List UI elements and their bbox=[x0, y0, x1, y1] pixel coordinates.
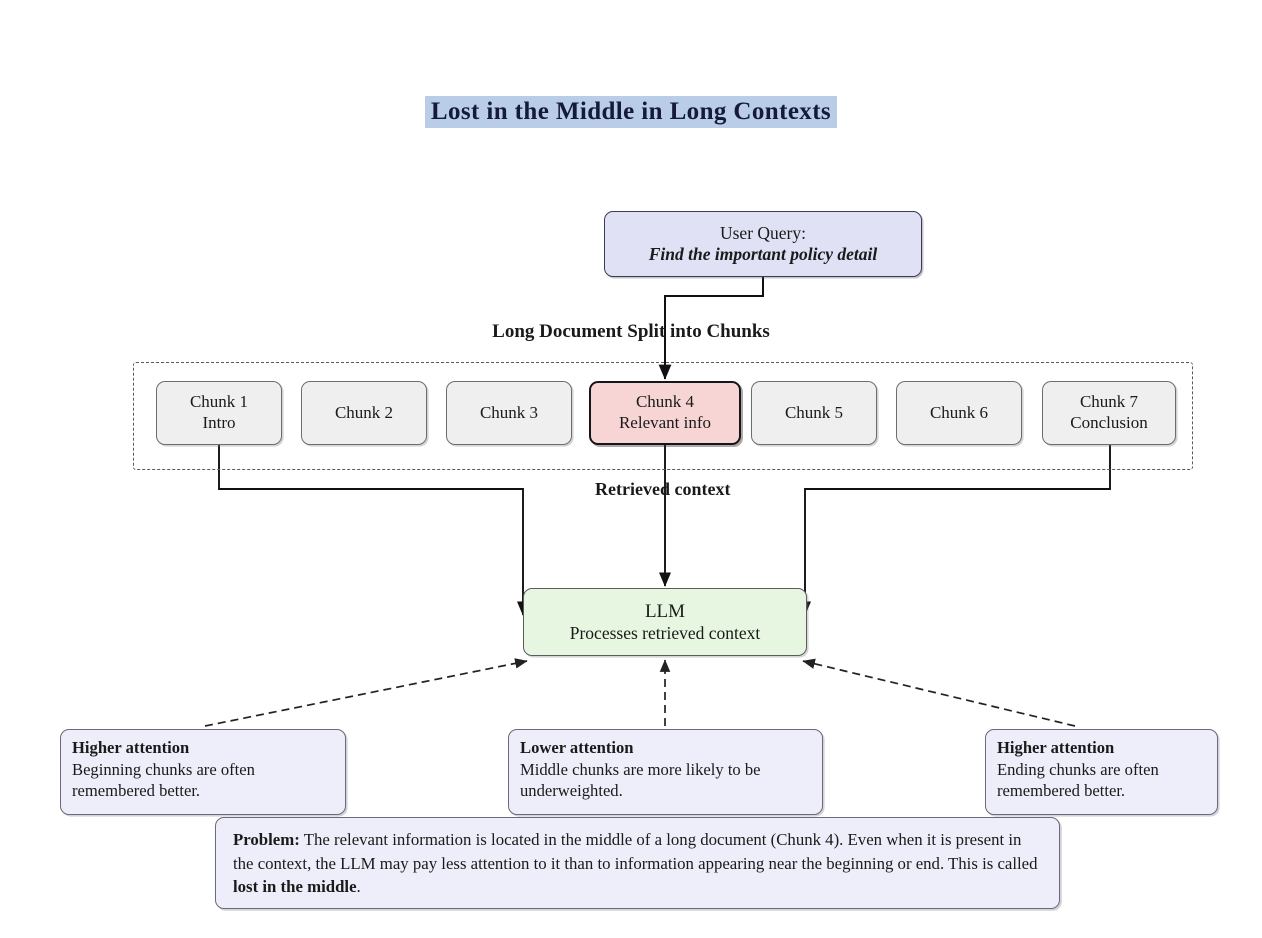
chunk-title: Chunk 6 bbox=[929, 402, 989, 422]
chunks-section-label: Long Document Split into Chunks bbox=[492, 321, 770, 342]
chunk-box-3[interactable]: Chunk 3 bbox=[446, 381, 572, 445]
note-body: Ending chunks are often remembered bette… bbox=[997, 759, 1159, 801]
chunk-title: Chunk 3 bbox=[479, 402, 539, 422]
document-chunk-container bbox=[133, 362, 1193, 470]
chunk-title: Chunk 4 bbox=[635, 392, 695, 412]
llm-subtitle: Processes retrieved context bbox=[569, 622, 761, 643]
chunk-subtitle: Relevant info bbox=[618, 413, 712, 432]
note-body: Beginning chunks are often remembered be… bbox=[72, 759, 255, 801]
user-query-label: User Query: bbox=[719, 222, 806, 243]
note-lower-attention-middle: Lower attention Middle chunks are more l… bbox=[508, 729, 823, 815]
user-query-box: User Query: Find the important policy de… bbox=[604, 211, 922, 277]
chunk-box-6[interactable]: Chunk 6 bbox=[896, 381, 1022, 445]
chunk-box-4-relevant[interactable]: Chunk 4 Relevant info bbox=[589, 381, 741, 445]
problem-text-after: . bbox=[356, 877, 361, 897]
user-query-text: Find the important policy detail bbox=[648, 244, 878, 264]
chunk-box-1[interactable]: Chunk 1 Intro bbox=[156, 381, 282, 445]
chunk-title: Chunk 2 bbox=[334, 402, 394, 422]
chunk-title: Chunk 7 bbox=[1079, 392, 1139, 412]
chunk-box-2[interactable]: Chunk 2 bbox=[301, 381, 427, 445]
chunk-box-5[interactable]: Chunk 5 bbox=[751, 381, 877, 445]
note-higher-attention-beginning: Higher attention Beginning chunks are of… bbox=[60, 729, 346, 815]
retrieved-context-label: Retrieved context bbox=[595, 479, 731, 499]
chunk-subtitle: Conclusion bbox=[1070, 413, 1148, 432]
problem-statement-box: Problem: The relevant information is loc… bbox=[215, 817, 1060, 909]
note-body: Middle chunks are more likely to be unde… bbox=[520, 759, 761, 801]
problem-label: Problem: bbox=[233, 830, 300, 849]
chunk-title: Chunk 1 bbox=[189, 392, 249, 412]
chunk-box-7[interactable]: Chunk 7 Conclusion bbox=[1042, 381, 1176, 445]
note-heading: Higher attention bbox=[72, 738, 190, 757]
page-title-text: Lost in the Middle in Long Contexts bbox=[424, 96, 838, 128]
problem-text-before: The relevant information is located in t… bbox=[233, 830, 1038, 873]
chunk-title: Chunk 5 bbox=[784, 402, 844, 422]
note-heading: Higher attention bbox=[997, 738, 1115, 757]
page-title: Lost in the Middle in Long Contexts bbox=[0, 96, 1262, 128]
chunk-subtitle: Intro bbox=[202, 413, 236, 432]
note-higher-attention-ending: Higher attention Ending chunks are often… bbox=[985, 729, 1218, 815]
note-heading: Lower attention bbox=[520, 738, 634, 757]
problem-emphasis: lost in the middle bbox=[233, 877, 357, 897]
llm-box[interactable]: LLM Processes retrieved context bbox=[523, 588, 807, 656]
llm-title: LLM bbox=[644, 600, 686, 622]
